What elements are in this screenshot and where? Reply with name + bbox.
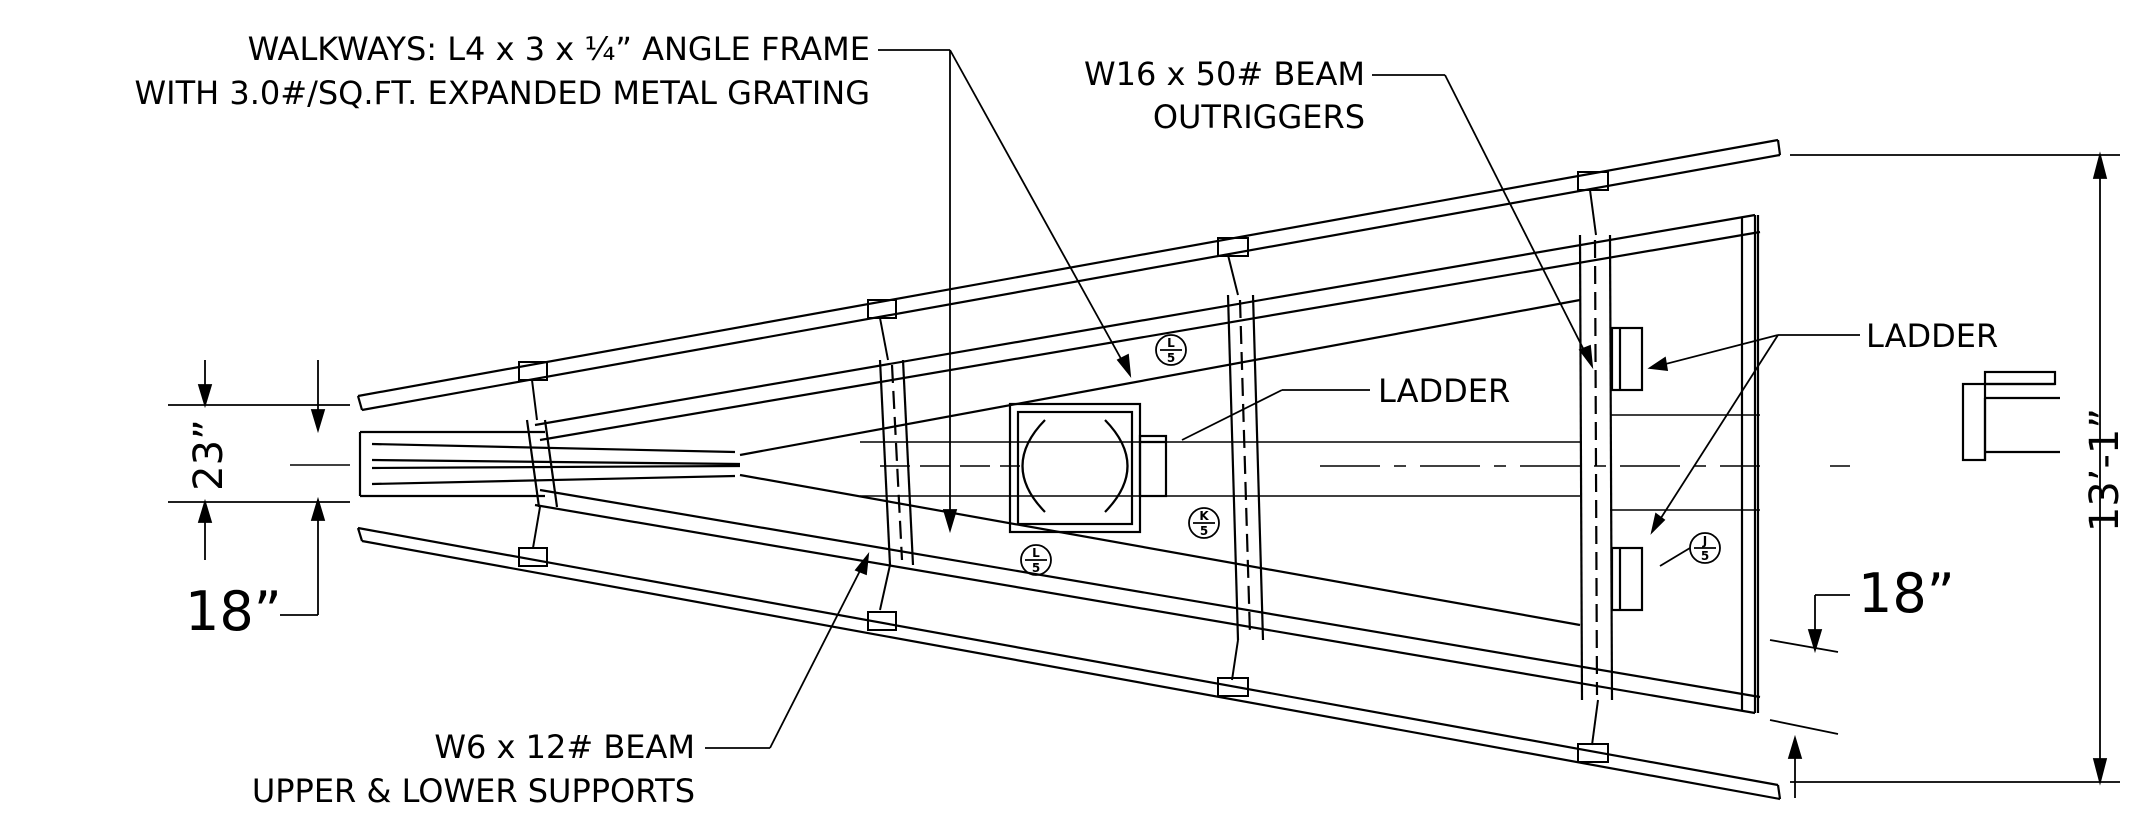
structure-geometry <box>290 138 2060 801</box>
detail-bubble-2 <box>1020 544 1052 576</box>
detail-bubble-3 <box>1188 507 1220 539</box>
detail-bubble-1-bottom: 5 <box>1167 351 1175 365</box>
leader-lines <box>705 49 1860 749</box>
left-walkway-dimension: 18” <box>185 580 282 643</box>
w16-callout-line1: W16 x 50# BEAM <box>1084 55 1365 93</box>
w6-callout-line2: UPPER & LOWER SUPPORTS <box>252 772 695 810</box>
overall-height-dimension: 13’-1” <box>2082 408 2128 532</box>
detail-bubble-3-bottom: 5 <box>1200 524 1208 538</box>
detail-bubble-4-top: J <box>1702 534 1707 548</box>
outrigger-beams <box>525 234 1614 701</box>
ladder-center-label: LADDER <box>1378 372 1510 410</box>
right-ladders <box>1610 326 1644 612</box>
detail-bubble-1-top: L <box>1167 336 1175 350</box>
walkway-supports <box>518 171 1609 763</box>
dimension-text: 23” 18” 18” 13’-1” <box>185 408 2128 643</box>
walkways-callout-line1: WALKWAYS: L4 x 3 x ¼” ANGLE FRAME <box>248 30 870 68</box>
centerlines <box>290 414 1850 511</box>
main-frame <box>534 213 1761 715</box>
detail-bubble-text: L 5 L 5 K 5 J 5 <box>1032 336 1709 575</box>
detail-bubble-2-bottom: 5 <box>1032 561 1040 575</box>
detail-bubble-1 <box>1155 334 1187 366</box>
walkways-callout-line2: WITH 3.0#/SQ.FT. EXPANDED METAL GRATING <box>135 74 870 112</box>
upper-walkway <box>356 138 1782 412</box>
detail-bubble-4 <box>1659 532 1721 567</box>
detail-bubbles <box>1020 334 1721 576</box>
detail-bubble-3-top: K <box>1199 509 1209 523</box>
ladder-right-label: LADDER <box>1866 317 1998 355</box>
right-walkway-dimension: 18” <box>1858 562 1955 625</box>
detail-bubble-2-top: L <box>1032 546 1040 560</box>
callout-text: WALKWAYS: L4 x 3 x ¼” ANGLE FRAME WITH 3… <box>135 30 1999 810</box>
side-view-detail <box>1961 370 2060 462</box>
dimension-lines <box>168 151 2120 798</box>
lower-walkway <box>356 526 1782 801</box>
w6-callout-line1: W6 x 12# BEAM <box>434 728 695 766</box>
left-width-dimension: 23” <box>186 419 232 491</box>
detail-bubble-4-bottom: 5 <box>1701 549 1709 563</box>
w16-callout-line2: OUTRIGGERS <box>1153 98 1365 136</box>
central-hatch <box>1008 402 1168 534</box>
